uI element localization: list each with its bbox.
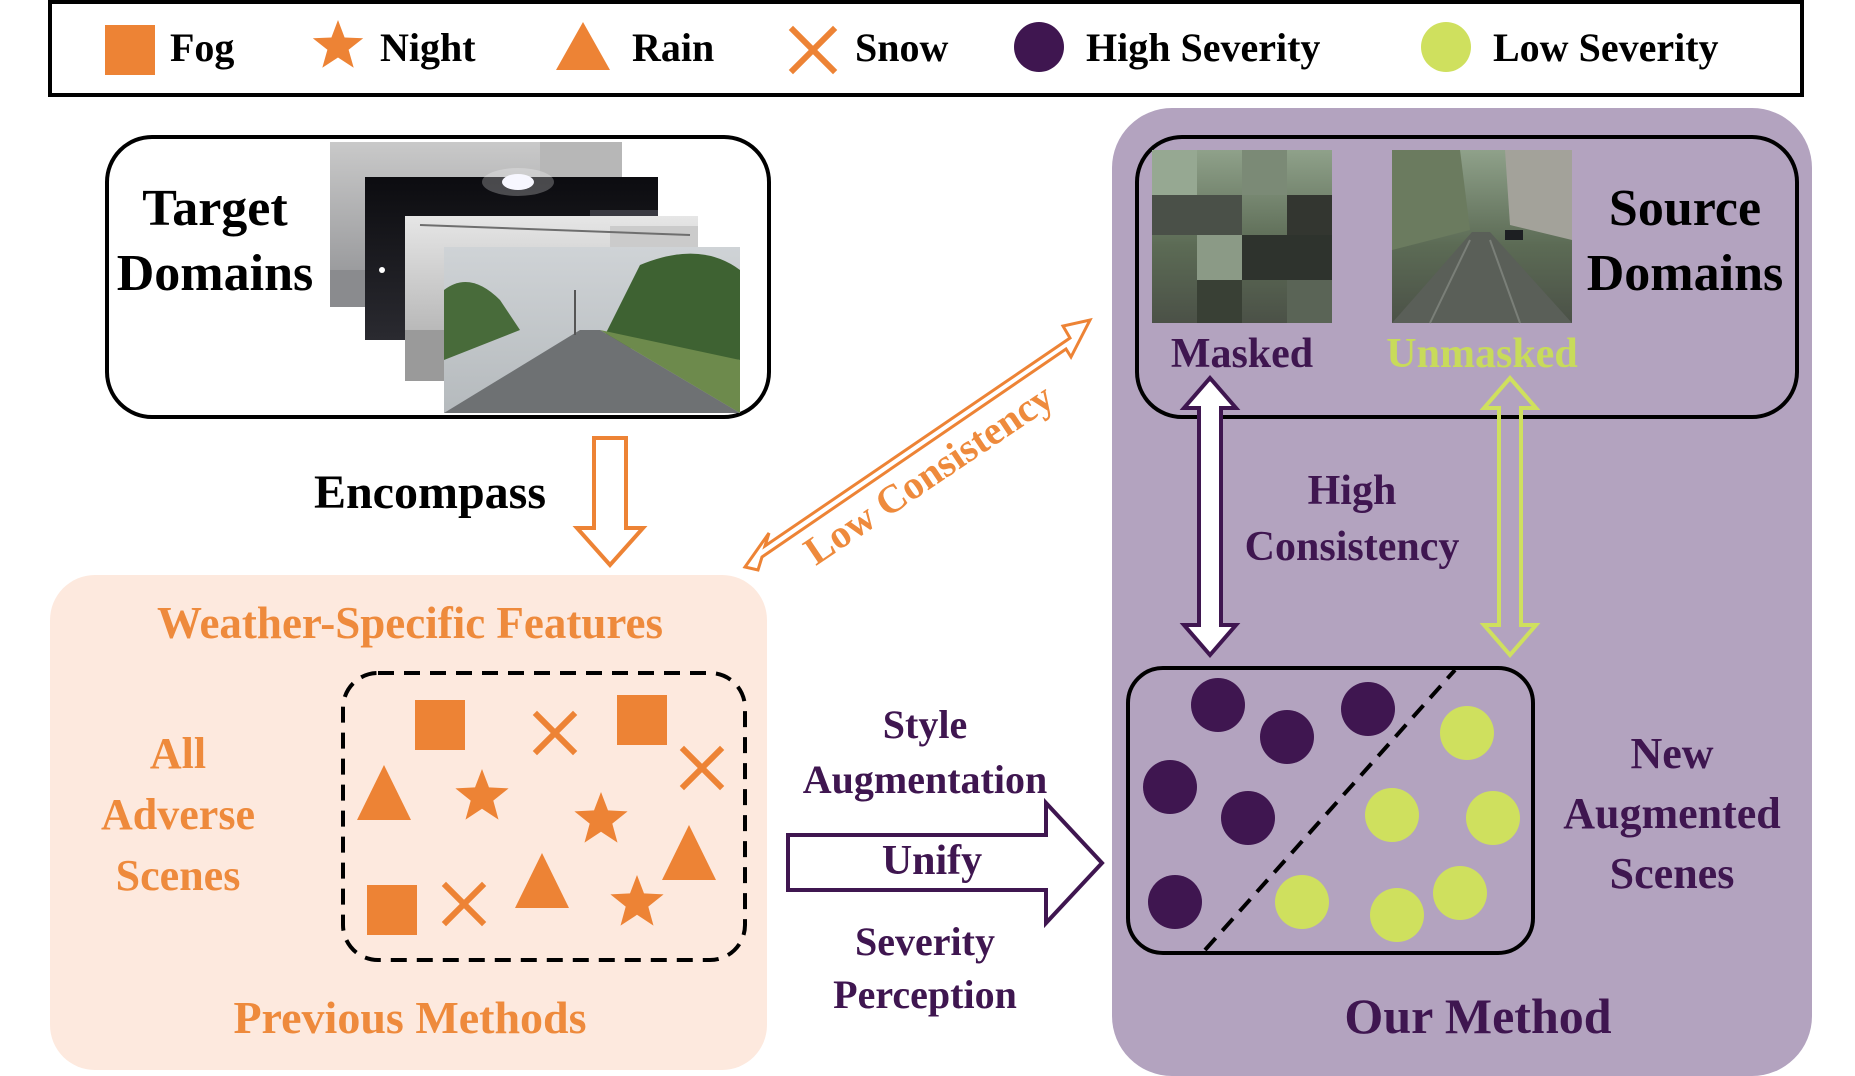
low-severity-consistency-arrow-icon <box>1479 374 1541 659</box>
dot-low-severity-icon <box>1365 788 1419 842</box>
dot-high-severity-icon <box>1191 678 1245 732</box>
perception-label: Perception <box>833 972 1017 1017</box>
dot-high-severity-icon <box>1260 710 1314 764</box>
source-domains-label: Domains <box>1587 245 1783 302</box>
dot-high-severity-icon <box>1143 760 1197 814</box>
dot-low-severity-icon <box>1275 875 1329 929</box>
low-consistency-arrow-icon <box>742 317 1093 572</box>
our-method-label: Our Method <box>1344 988 1611 1044</box>
domains-label: Domains <box>117 245 313 302</box>
unify-arrow-icon <box>786 797 1105 929</box>
snow-feature-markers <box>441 710 725 927</box>
star-night-icon <box>312 20 364 68</box>
augmented-label: Augmented <box>1563 789 1781 838</box>
dot-high-severity-icon <box>1014 22 1064 72</box>
legend-night-label: Night <box>380 25 476 70</box>
scenes-label: Scenes <box>116 851 241 900</box>
target-domains-box: Target Domains <box>105 135 771 419</box>
style-label: Style <box>883 702 967 747</box>
previous-methods-panel <box>50 575 767 1070</box>
dot-low-severity-icon <box>1466 791 1520 845</box>
masked-label: Masked <box>1171 331 1313 377</box>
weather-specific-features-heading: Weather-Specific Features <box>157 598 663 648</box>
cross-snow-icon <box>788 25 838 75</box>
legend-rain-label: Rain <box>632 25 714 70</box>
triangle-rain-icon <box>556 22 610 70</box>
previous-methods-label: Previous Methods <box>233 992 586 1043</box>
unmasked-label: Unmasked <box>1386 331 1577 377</box>
severity-divider-line <box>1203 668 1457 952</box>
unmasked-source-image <box>1392 150 1572 324</box>
masked-source-image <box>1152 150 1332 323</box>
encompass-arrow-icon <box>572 436 648 569</box>
augmentation-label: Augmentation <box>803 757 1047 802</box>
triangle-rain-icon <box>357 765 411 820</box>
adverse-label: Adverse <box>101 790 255 839</box>
encompass-label: Encompass <box>314 466 546 519</box>
unify-label: Unify <box>882 838 982 884</box>
target-label: Target <box>142 180 288 237</box>
dot-low-severity-icon <box>1421 22 1471 72</box>
high-label: High <box>1308 468 1397 514</box>
new-scenes-label: Scenes <box>1610 849 1735 898</box>
dot-high-severity-icon <box>1221 791 1275 845</box>
triangle-rain-icon <box>662 825 716 880</box>
legend: Fog Night Rain Snow High Severity Low Se… <box>48 0 1804 97</box>
dot-high-severity-icon <box>1148 875 1202 929</box>
legend-fog-label: Fog <box>170 25 234 70</box>
source-domains-frame <box>1135 135 1799 419</box>
new-label: New <box>1630 729 1713 778</box>
augmented-scenes-frame <box>1126 666 1535 955</box>
dot-low-severity-icon <box>1440 706 1494 760</box>
legend-snow-label: Snow <box>855 25 948 70</box>
square-fog-icon <box>617 695 667 745</box>
our-method-panel <box>1112 108 1812 1076</box>
source-label: Source <box>1609 180 1761 237</box>
triangle-rain-icon <box>515 853 569 908</box>
square-fog-icon <box>105 25 155 75</box>
legend-low-label: Low Severity <box>1493 25 1719 70</box>
legend-high-label: High Severity <box>1086 25 1320 70</box>
weather-features-cluster <box>341 671 747 962</box>
square-fog-icon <box>415 700 465 750</box>
rain-scene-image <box>444 247 740 413</box>
dot-high-severity-icon <box>1341 682 1395 736</box>
cross-snow-icon <box>679 745 725 791</box>
low-consistency-label: Low Consistency <box>796 374 1062 573</box>
cross-snow-icon <box>532 710 578 756</box>
low-severity-dots <box>1275 706 1520 942</box>
star-night-icon <box>455 769 509 820</box>
dot-low-severity-icon <box>1433 866 1487 920</box>
square-fog-icon <box>367 885 417 935</box>
all-label: All <box>150 729 206 778</box>
severity-label: Severity <box>855 919 995 964</box>
high-severity-dots <box>1143 678 1395 929</box>
star-night-icon <box>574 792 628 843</box>
star-night-icon <box>610 875 664 926</box>
weather-feature-markers <box>357 695 716 935</box>
high-consistency-arrow-icon <box>1179 374 1241 659</box>
dot-low-severity-icon <box>1370 888 1424 942</box>
consistency-label: Consistency <box>1245 524 1460 570</box>
cross-snow-icon <box>441 881 487 927</box>
